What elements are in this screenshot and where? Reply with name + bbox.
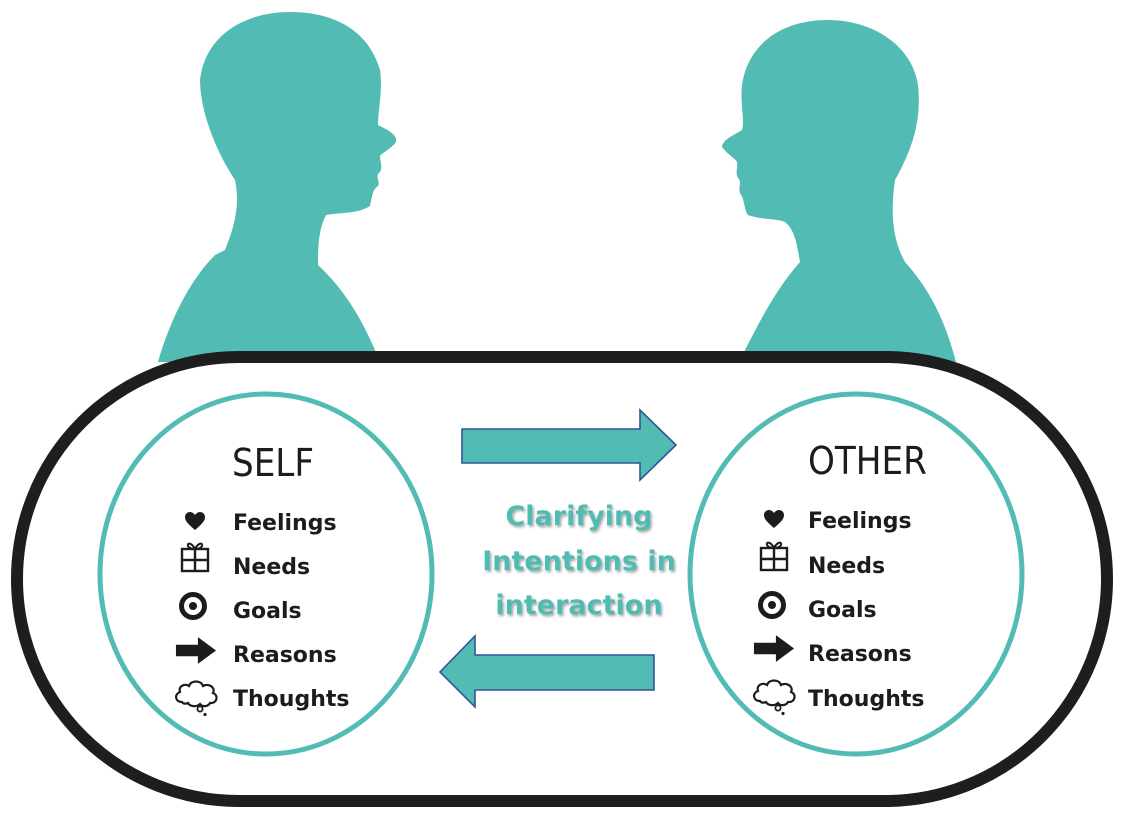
center-line-2: Intentions in <box>482 546 676 577</box>
self-item-needs: Needs <box>233 555 310 580</box>
center-line-1: Clarifying <box>505 501 652 532</box>
arrow-to-self <box>438 634 655 709</box>
other-silhouette <box>722 20 956 362</box>
other-item-reasons: Reasons <box>808 642 912 667</box>
other-item-thoughts: Thoughts <box>808 687 924 712</box>
self-silhouette <box>158 12 397 362</box>
self-item-reasons: Reasons <box>233 643 337 668</box>
self-item-feelings: Feelings <box>233 511 337 536</box>
other-panel: OTHER Feelings Needs Goals Reasons Thoug… <box>752 439 927 716</box>
other-item-feelings: Feelings <box>808 509 912 534</box>
self-panel: SELF Feelings Needs Goals Reasons Though… <box>174 441 349 717</box>
self-title: SELF <box>232 441 314 485</box>
arrow-to-other <box>461 408 678 482</box>
other-item-needs: Needs <box>808 554 885 579</box>
center-line-3: interaction <box>495 590 662 621</box>
self-item-goals: Goals <box>233 599 302 624</box>
center-label: Clarifying Intentions in interaction <box>482 501 676 621</box>
self-circle <box>97 391 435 757</box>
other-item-goals: Goals <box>808 598 877 623</box>
other-title: OTHER <box>808 439 927 483</box>
self-item-thoughts: Thoughts <box>233 687 349 712</box>
other-circle <box>687 391 1025 757</box>
